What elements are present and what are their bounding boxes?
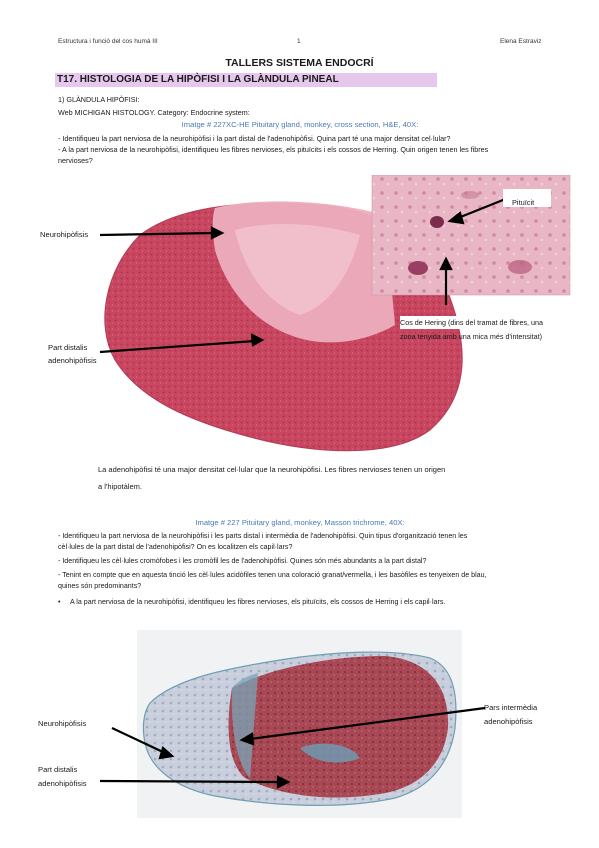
- page-number: 1: [297, 38, 301, 45]
- header-right: Elena Estraviz: [500, 38, 542, 45]
- figure1-label-distalis-1: Part distalis: [48, 343, 88, 352]
- figure2-question-1: - Identifiqueu la part nerviosa de la ne…: [58, 532, 468, 540]
- figure2-label-distalis-1: Part distalis: [38, 765, 78, 774]
- figure2-label-neuro: Neurohipòfisis: [38, 719, 87, 728]
- figure1-question-2: - A la part nerviosa de la neurohipòfisi…: [58, 145, 489, 154]
- figure1-label-herring-2: zona tenyida amb una mica més d'intensit…: [400, 332, 543, 341]
- pituicit-cell-icon: [430, 216, 444, 228]
- figure2-question-3: - Identifiqueu les cèl·lules cromòfobes …: [58, 557, 427, 565]
- section-title: T17. HISTOLOGIA DE LA HIPÒFISI I LA GLÀN…: [55, 73, 437, 87]
- figure2-caption: Imatge # 227 Pituitary gland, monkey, Ma…: [195, 518, 405, 527]
- figure1-answer-1: La adenohipòfisi té una major densitat c…: [98, 465, 446, 474]
- figure1-question-1: - Identifiqueu la part nerviosa de la ne…: [58, 134, 451, 143]
- figure2-question-6: A la part nerviosa de la neurohipòfisi, …: [70, 598, 446, 606]
- figure1-answer-2: a l'hipotàlem.: [98, 482, 142, 491]
- figure1-micrograph: [99, 175, 571, 452]
- figure2-bullet-icon: •: [58, 598, 61, 606]
- figure2-label-intermedia-1: Pars intermèdia: [484, 703, 538, 712]
- page-title: TALLERS SISTEMA ENDOCRÍ: [225, 57, 374, 69]
- figure1-label-herring-1: Cos de Hering (dins del tramat de fibres…: [400, 316, 544, 329]
- figure1-caption: Imatge # 227XC-HE Pituitary gland, monke…: [181, 120, 419, 129]
- figure2-question-2: cèl·lules de la part distal de l'adenohi…: [58, 543, 293, 551]
- subsection-title: 1) GLÀNDULA HIPÒFISI:: [58, 95, 140, 104]
- figure2-question-5: quines són predominants?: [58, 582, 142, 590]
- figure2-label-distalis-2: adenohipòfisis: [38, 779, 87, 788]
- figure1-label-distalis-2: adenohipòfisis: [48, 356, 97, 365]
- source-line: Web MICHIGAN HISTOLOGY. Category: Endocr…: [58, 108, 250, 117]
- figure2-question-4: - Tenint en compte que en aquesta tinció…: [58, 571, 487, 579]
- figure1-label-pituicit: Pituïcit: [512, 198, 535, 207]
- figure1-label-neuro: Neurohipòfisis: [40, 230, 89, 239]
- figure1-question-3: nervioses?: [58, 156, 93, 165]
- figure2-micrograph: [99, 630, 486, 818]
- header-left: Estructura i funció del cos humà III: [58, 38, 158, 45]
- figure2-label-intermedia-2: adenohipòfisis: [484, 717, 533, 726]
